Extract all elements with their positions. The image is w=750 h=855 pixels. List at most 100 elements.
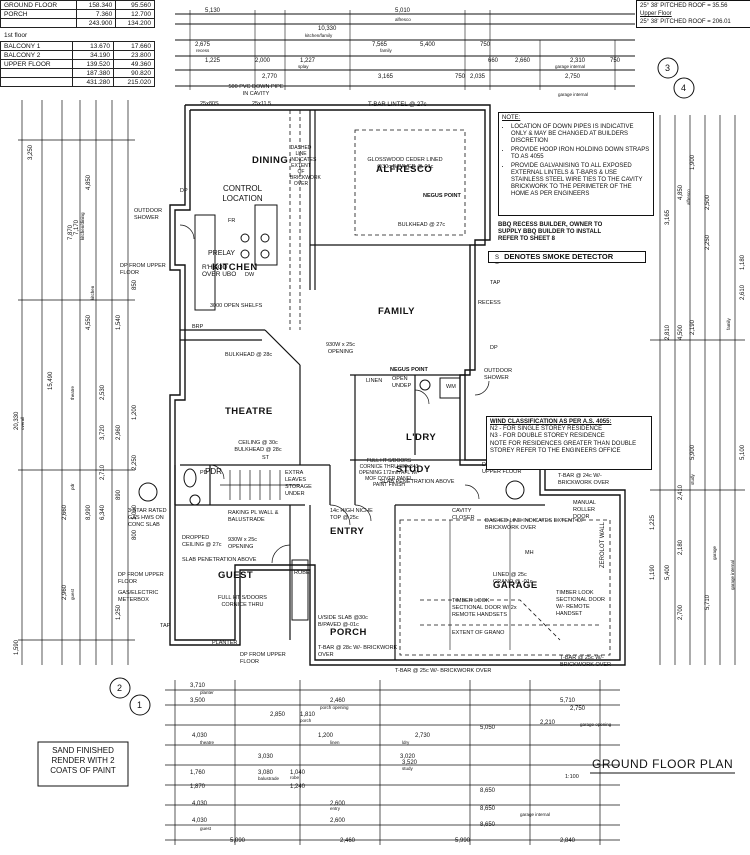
dimension-dims_bottom_sub: guest [200, 826, 212, 831]
sand-finished-note: SAND FINISHED RENDER WITH 2 COATS OF PAI… [50, 746, 116, 775]
dimension-dims_left_sub: theatre [70, 385, 75, 400]
plan-title: GROUND FLOOR PLAN [592, 757, 734, 771]
glosswood-label: GLOSSWOOD CEDER LINED @30c B/PAVED @-01c [367, 157, 443, 170]
dimension-dims_top: 3,165 [378, 74, 394, 80]
timber-look-right: TIMBER LOOK SECTIONAL DOOR W/- REMOTE HA… [556, 590, 605, 617]
dimension-dims_right_sub: garage internal [730, 559, 735, 590]
pd-label: PD [200, 470, 208, 476]
wind-classification-box: WIND CLASSIFICATION AS PER A.S. 4055: N2… [486, 416, 652, 470]
dimension-dims_bottom: 8,650 [480, 822, 496, 828]
dimension-dims_left: 1,200 [132, 404, 138, 420]
dimension-dims_bottom: 3,710 [190, 683, 206, 689]
dimension-dims_right: 2,500 [705, 194, 711, 210]
prelay-label: PRELAY [208, 250, 236, 257]
dimension-dims_left: 890 [116, 489, 122, 500]
dimension-dims_left: 2,960 [62, 584, 68, 600]
dimension-dims_top: 5,130 [205, 8, 221, 14]
dimension-dims_top: 2,770 [262, 74, 278, 80]
open-shelfs: 3000 OPEN SHELFS [210, 303, 263, 309]
dimension-dims_bottom: 2,600 [330, 801, 346, 807]
dimension-dims_left: 4,850 [86, 174, 92, 190]
dimension-dims_left: 800 [132, 529, 138, 540]
dimension-dims_bottom: 3,520 [402, 760, 418, 766]
dimension-dims_bottom: 2,210 [540, 720, 556, 726]
room-dining: DINING [252, 155, 289, 166]
control-location-label: CONTROL LOCATION [222, 184, 263, 203]
dimension-dims_right: 2,250 [705, 234, 711, 250]
dimension-dims_left: 2,710 [100, 464, 106, 480]
sheet-ref-2: 2 [117, 683, 123, 693]
opening-930-b: 930W x 25c OPENING [228, 537, 258, 550]
dimension-dims_bottom_sub: theatre [200, 740, 215, 745]
dimension-dims_left: 1,250 [116, 604, 122, 620]
room-porch: PORCH [330, 627, 367, 638]
dimension-dims_bottom_sub: porch opening [320, 705, 349, 710]
dimension-dims_top: 5,010 [395, 8, 411, 14]
dimension-dims_left: 8,990 [86, 504, 92, 520]
dimension-dims_bottom: 5,710 [560, 698, 576, 704]
scale-label: 1:100 [565, 774, 579, 780]
dimension-dims_right: 3,165 [665, 209, 671, 225]
dimension-dims_left: 3,720 [100, 424, 106, 440]
dimension-dims_top_sub: garage internal [558, 92, 589, 97]
open-undep: OPEN UNDEP [392, 376, 412, 389]
dimension-dims_bottom: 5,050 [480, 725, 496, 731]
dimension-dims_top: 750 [455, 74, 466, 80]
notes-box: NOTE: LOCATION OF DOWN PIPES IS INDICATI… [498, 112, 654, 216]
dimension-dims_bottom_sub: linen [330, 740, 340, 745]
linen-label: LINEN [366, 378, 383, 384]
recess-label: RECESS [478, 300, 501, 306]
fr-label: FR [228, 218, 236, 224]
extent-grano: EXTENT OF GRANO [452, 630, 505, 636]
room-robe: ROBE [294, 570, 310, 576]
ceiling-label: CEILING @ 30c BULKHEAD @ 28c [234, 440, 282, 453]
wm-label: WM [446, 384, 456, 390]
dimension-dims_bottom: 3,080 [258, 770, 274, 776]
dimension-dims_right: 4,500 [678, 324, 684, 340]
room-alfresco: ALFRESCO [376, 164, 433, 175]
dimension-dims_top: 7,565 [372, 42, 388, 48]
dimension-dims_right_sub: study [690, 474, 695, 485]
roof-info: 25° 38' PITCHED ROOF = 35.56 Upper Floor… [636, 0, 750, 28]
uside-slab: U/SIDE SLAB @30c B/PAVED @-01c [318, 615, 368, 628]
timber-look-left: TIMBER LOOK SECTIONAL DOOR W/ 2x REMOTE … [452, 598, 517, 618]
dimension-dims_bottom: 3,500 [190, 698, 206, 704]
dimension-dims_bottom: 3,020 [400, 754, 416, 760]
rhood-label: R'HOOD OVER UBO [202, 264, 237, 278]
dimension-dims_left: 1,540 [116, 314, 122, 330]
dimension-dims_left: 15,490 [48, 371, 54, 390]
dimension-dims_left: 850 [132, 279, 138, 290]
dimension-dims_bottom: 4,030 [192, 801, 208, 807]
planter-label: PLANTER [212, 640, 238, 646]
room-garage: GARAGE [493, 580, 538, 591]
lined-grano: LINED @ 25c GRANO @ -01c [493, 572, 533, 585]
dimension-dims_left: 2,530 [100, 384, 106, 400]
dimension-dims_right: 5,900 [690, 444, 696, 460]
tbar-25: T-BAR @ 25c W/- BRICKWORK OVER [560, 655, 612, 668]
room-study: STUDY [396, 464, 431, 475]
dimension-dims_right: 2,180 [678, 539, 684, 555]
dimension-dims_bottom_sub: entry [330, 806, 341, 811]
dimension-dims_top: 660 [488, 58, 499, 64]
extra-leaves: EXTRA LEAVES STORAGE UNDER [285, 470, 312, 497]
dimension-dims_top_sub: alfresco [395, 17, 411, 22]
dimension-dims_right: 1,900 [690, 154, 696, 170]
dp-upper-left: DP FROM UPPER FLOOR [120, 263, 166, 276]
slab-penetration-2: SLAB PENETRATION ABOVE [182, 557, 257, 563]
tbar-lintel: T-BAR LINTEL @ 27c [368, 102, 427, 108]
bulkhead-28: BULKHEAD @ 28c [225, 352, 273, 358]
tap-label: TAP [490, 280, 501, 286]
dimension-dims_bottom: 1,040 [290, 770, 306, 776]
dimension-dims_bottom: 4,030 [192, 818, 208, 824]
dimension-dims_left: 4,550 [86, 314, 92, 330]
study-doors-note: FULL HT S/DOORS CORNICE THRU 300x343 OPE… [358, 458, 420, 488]
gas-meter: GAS/ELECTRIC METERBOX [118, 590, 159, 603]
dimension-dims_right_sub: garage [712, 545, 717, 560]
raking-wall: RAKING PL WALL & BALUSTRADE [228, 510, 279, 523]
tbar-24: T-BAR @ 24c W/- BRICKWORK OVER [558, 473, 610, 486]
tbar-28: T-BAR @ 28c W/- BRICKWORK OVER [318, 645, 398, 658]
dimension-dims_bottom: 2,460 [340, 838, 356, 844]
